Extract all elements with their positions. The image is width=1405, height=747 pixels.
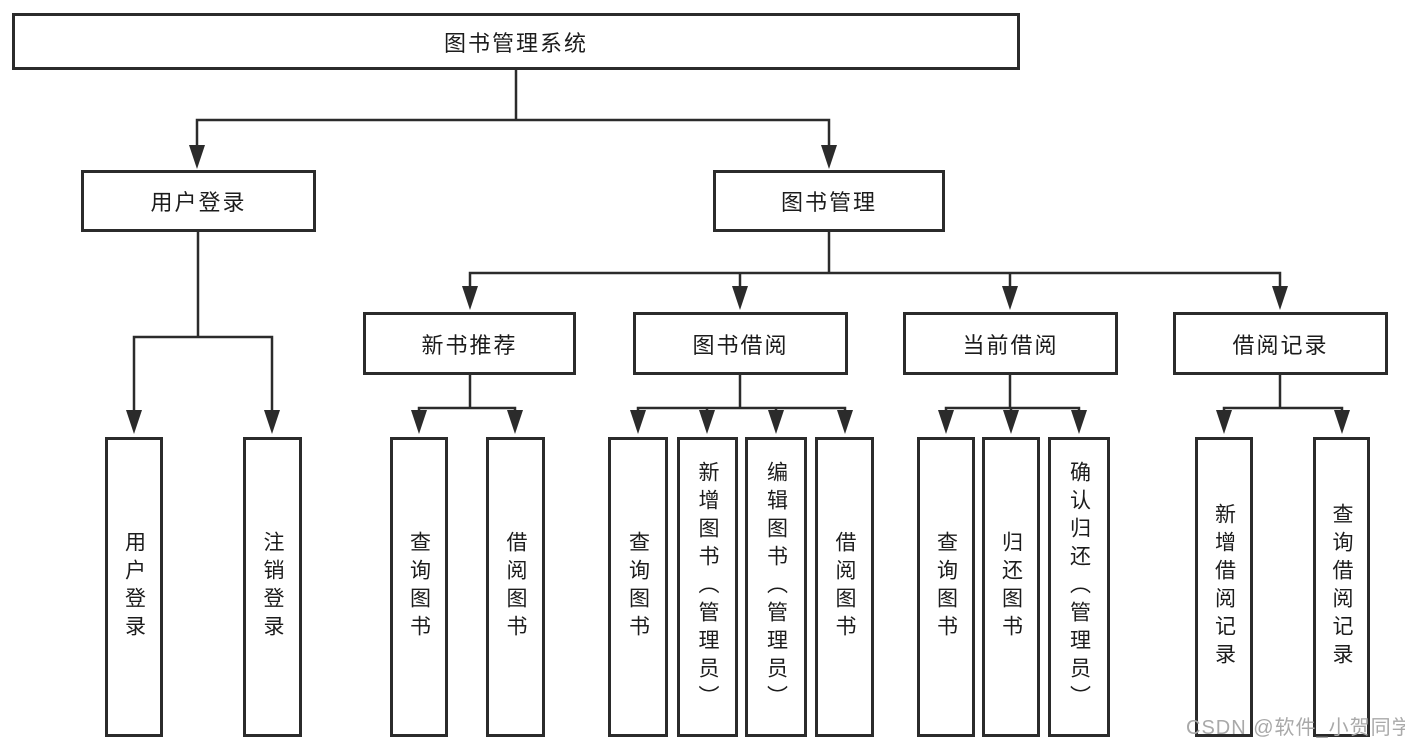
leaf-label: 注销登录 bbox=[261, 531, 284, 643]
node-user-login: 用户登录 bbox=[81, 170, 316, 232]
arrowhead-icon bbox=[699, 410, 715, 434]
csdn-watermark: CSDN @软件_小贺同学 bbox=[1186, 717, 1405, 739]
leaf-borrow-query-books: 查询图书 bbox=[608, 437, 668, 737]
node-label: 用户登录 bbox=[150, 190, 247, 215]
arrowhead-icon bbox=[411, 410, 427, 434]
leaf-label: 查询图书 bbox=[626, 531, 650, 643]
connector-line bbox=[636, 406, 847, 414]
leaf-label: 归还图书 bbox=[999, 531, 1023, 643]
node-label: 当前借阅 bbox=[962, 332, 1059, 358]
leaf-records-query-record: 查询借阅记录 bbox=[1313, 437, 1370, 737]
arrowhead-icon bbox=[768, 410, 784, 434]
connector-borrow-records-to-leaves bbox=[1216, 374, 1350, 434]
connector-line bbox=[417, 406, 517, 414]
leaf-borrow-edit-books-admin: 编辑图书（管理员） bbox=[745, 437, 807, 737]
arrowhead-icon bbox=[1002, 286, 1018, 310]
leaf-current-return-books: 归还图书 bbox=[982, 437, 1040, 737]
leaf-label: 确认归还（管理员） bbox=[1067, 461, 1091, 713]
connector-book-mgmt-to-groups bbox=[462, 231, 1288, 310]
leaf-logout: 注销登录 bbox=[243, 437, 302, 737]
node-new-book-recommend: 新书推荐 bbox=[363, 312, 576, 375]
leaf-user-login: 用户登录 bbox=[105, 437, 163, 737]
connector-line bbox=[132, 335, 274, 412]
arrowhead-icon bbox=[462, 286, 478, 310]
leaf-label: 查询图书 bbox=[407, 531, 431, 643]
arrowhead-icon bbox=[126, 410, 142, 434]
connector-new-book-rec-to-leaves bbox=[411, 374, 523, 434]
leaf-rec-query-books: 查询图书 bbox=[390, 437, 448, 737]
arrowhead-icon bbox=[732, 286, 748, 310]
leaf-label: 查询借阅记录 bbox=[1330, 503, 1353, 671]
leaf-label: 编辑图书（管理员） bbox=[764, 461, 788, 713]
leaf-rec-borrow-books: 借阅图书 bbox=[486, 437, 545, 737]
connector-current-borrow-to-leaves bbox=[938, 374, 1087, 434]
leaf-label: 借阅图书 bbox=[504, 531, 527, 643]
leaf-records-add-record: 新增借阅记录 bbox=[1195, 437, 1253, 737]
node-label: 图书管理 bbox=[780, 190, 877, 215]
node-book-borrow: 图书借阅 bbox=[633, 312, 848, 375]
leaf-current-query-books: 查询图书 bbox=[917, 437, 975, 737]
leaf-label: 查询图书 bbox=[934, 531, 958, 643]
arrowhead-icon bbox=[938, 410, 954, 434]
node-book-management: 图书管理 bbox=[713, 170, 945, 232]
arrowhead-icon bbox=[189, 145, 205, 169]
leaf-label: 新增借阅记录 bbox=[1212, 503, 1236, 671]
arrowhead-icon bbox=[837, 410, 853, 434]
connector-line bbox=[468, 271, 1282, 290]
arrowhead-icon bbox=[821, 145, 837, 169]
node-library-system: 图书管理系统 bbox=[12, 13, 1020, 70]
node-label: 图书管理系统 bbox=[443, 30, 588, 56]
leaf-label: 用户登录 bbox=[122, 531, 146, 643]
arrowhead-icon bbox=[1003, 410, 1019, 434]
connector-line bbox=[195, 118, 831, 148]
leaf-label: 借阅图书 bbox=[833, 531, 856, 643]
node-borrow-records: 借阅记录 bbox=[1173, 312, 1388, 375]
arrowhead-icon bbox=[1071, 410, 1087, 434]
node-label: 图书借阅 bbox=[692, 332, 789, 358]
arrowhead-icon bbox=[630, 410, 646, 434]
node-label: 借阅记录 bbox=[1232, 332, 1329, 358]
leaf-label: 新增图书（管理员） bbox=[696, 461, 719, 713]
node-current-borrow: 当前借阅 bbox=[903, 312, 1118, 375]
arrowhead-icon bbox=[1272, 286, 1288, 310]
leaf-borrow-borrow-books: 借阅图书 bbox=[815, 437, 874, 737]
connector-root-to-branches bbox=[189, 68, 837, 169]
arrowhead-icon bbox=[1334, 410, 1350, 434]
arrowhead-icon bbox=[264, 410, 280, 434]
arrowhead-icon bbox=[1216, 410, 1232, 434]
leaf-current-confirm-return-admin: 确认归还（管理员） bbox=[1048, 437, 1110, 737]
arrowhead-icon bbox=[507, 410, 523, 434]
connector-user-login-to-leaves bbox=[126, 231, 280, 434]
connector-book-borrow-to-leaves bbox=[630, 374, 853, 434]
connector-line bbox=[1222, 406, 1344, 414]
leaf-borrow-add-books-admin: 新增图书（管理员） bbox=[677, 437, 738, 737]
node-label: 新书推荐 bbox=[421, 332, 518, 358]
